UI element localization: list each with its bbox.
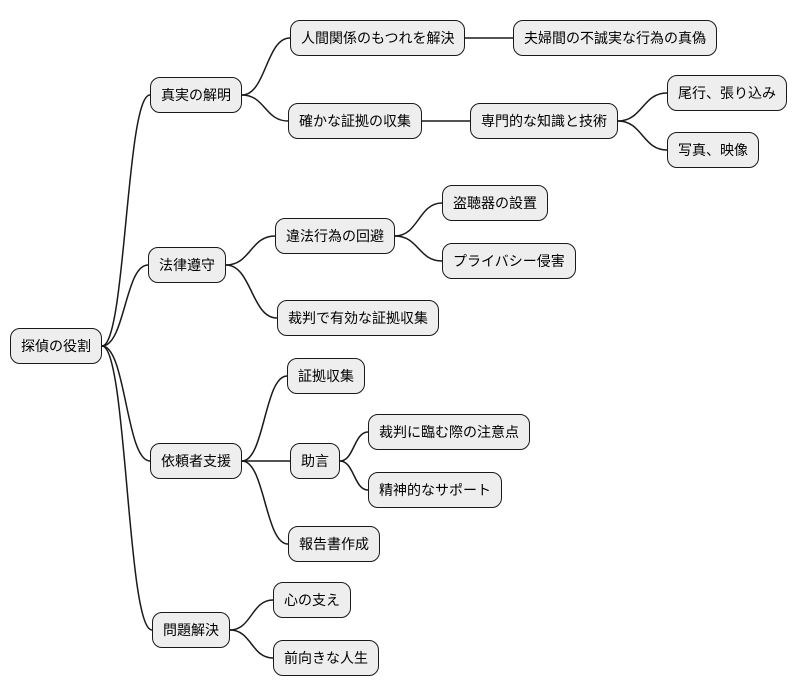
node-tailing-stakeout: 尾行、張り込み (667, 75, 787, 111)
mindmap-edge (241, 375, 288, 462)
node-emotional-anchor: 心の支え (273, 582, 351, 618)
mindmap-edge (617, 120, 668, 151)
node-client-support: 依頼者支援 (150, 443, 242, 479)
node-court-valid-evidence: 裁判で有効な証拠収集 (277, 300, 439, 336)
mindmap-edge (225, 264, 278, 319)
mindmap-edge (241, 94, 289, 122)
mindmap-edge (101, 345, 153, 631)
mindmap-edge (241, 37, 291, 96)
mindmap-edge (394, 202, 443, 237)
node-detective-role: 探偵の役割 (10, 328, 102, 364)
mindmap-edge (101, 264, 149, 347)
mindmap-edge (241, 460, 289, 545)
node-resolve-relationship-tangles: 人間関係のもつれを解決 (290, 20, 466, 56)
mindmap-edge (225, 235, 276, 266)
node-positive-life: 前向きな人生 (273, 640, 379, 676)
node-report-writing: 報告書作成 (288, 526, 380, 562)
node-avoid-illegal-acts: 違法行為の回避 (275, 218, 395, 254)
mindmap-edge (339, 460, 369, 491)
node-emotional-support: 精神的なサポート (368, 472, 502, 508)
mindmap-edge (394, 235, 443, 262)
node-problem-solving: 問題解決 (152, 612, 230, 648)
node-truth-elucidation: 真実の解明 (150, 77, 242, 113)
node-court-preparation-notes: 裁判に臨む際の注意点 (368, 414, 530, 450)
node-photos-video: 写真、映像 (667, 132, 759, 168)
mindmap-edge (229, 629, 274, 659)
mindmap-edge (101, 94, 151, 347)
node-legal-compliance: 法律遵守 (148, 247, 226, 283)
node-evidence-collection: 証拠収集 (287, 358, 365, 394)
mindmap-edge (101, 345, 151, 462)
mindmap-edge (617, 92, 668, 122)
node-solid-evidence-collection: 確かな証拠の収集 (288, 103, 422, 139)
node-expert-knowledge-skills: 専門的な知識と技術 (470, 103, 618, 139)
mindmap-edge (229, 599, 274, 631)
node-privacy-violation: プライバシー侵害 (442, 243, 576, 279)
mindmap-edge (339, 431, 369, 462)
node-advice: 助言 (290, 443, 340, 479)
node-spousal-infidelity-truth: 夫婦間の不誠実な行為の真偽 (513, 20, 717, 56)
node-wiretap-installation: 盗聴器の設置 (442, 185, 548, 221)
